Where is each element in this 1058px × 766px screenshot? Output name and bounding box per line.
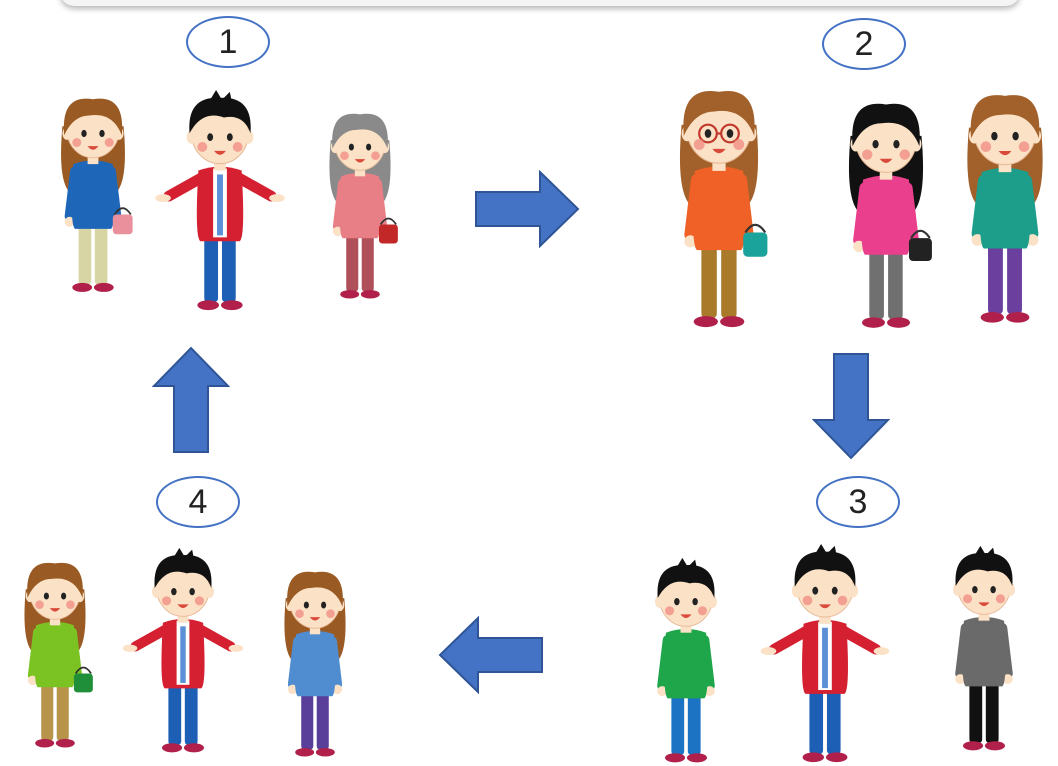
step-label-3: 3 [816, 476, 900, 528]
person-elderly-woman [329, 113, 398, 299]
step-label-1: 1 [186, 16, 270, 68]
down-arrow-icon [812, 353, 890, 460]
person-woman-long-hair [967, 95, 1043, 323]
step-label-4: 4 [156, 476, 240, 528]
person-host-man [155, 89, 285, 311]
person-woman-green-shirt [24, 562, 93, 748]
up-arrow-icon [152, 346, 230, 453]
person-man-gray-shirt [952, 545, 1016, 751]
right-arrow-icon [475, 170, 580, 248]
person-boy-green-shirt [654, 557, 718, 763]
left-arrow-icon [438, 616, 543, 694]
person-woman-black-hair [848, 103, 932, 328]
person-woman-shopper [61, 98, 133, 292]
person-host-man [760, 543, 890, 763]
step-label-2: 2 [822, 18, 906, 70]
person-woman-blue-shirt [284, 571, 346, 757]
person-woman-with-glasses [679, 90, 768, 328]
person-host-man [122, 547, 244, 753]
top-edge-shadow [60, 0, 1020, 6]
